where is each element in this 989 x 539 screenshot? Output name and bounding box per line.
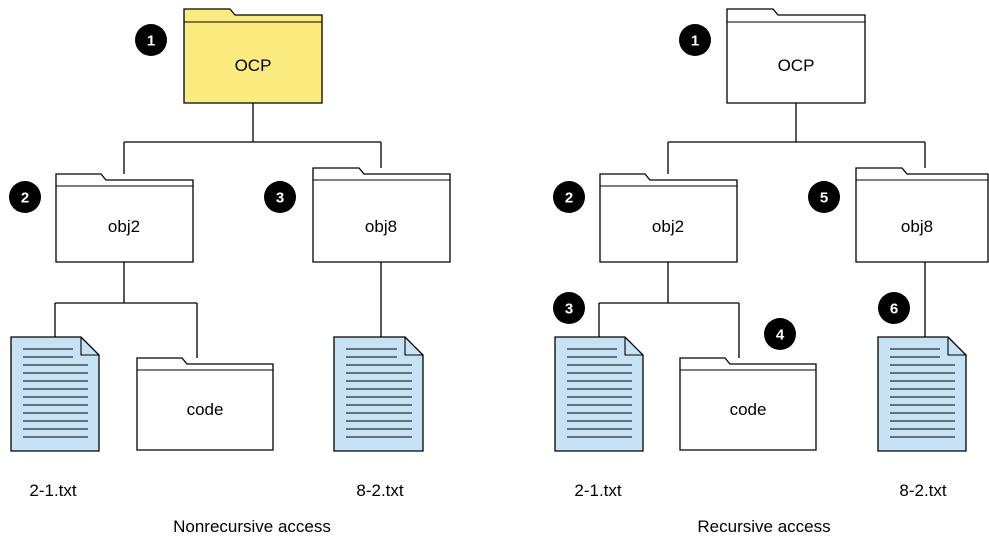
file-label-2-1: 2-1.txt [574,481,622,500]
document-icon-2-1 [554,336,644,452]
svg-text:2: 2 [565,190,573,207]
step-badge-3: 3 [553,292,585,324]
folder-label-obj8: obj8 [365,217,397,236]
folder-icon-obj2: obj2 [599,173,738,263]
folder-label-ocp: OCP [778,56,815,75]
folder-label-obj2: obj2 [652,217,684,236]
nonrecursive-tree: OCP obj2 obj8 code [9,8,451,536]
document-icon-8-2 [877,336,967,452]
folder-label-obj2: obj2 [108,217,140,236]
step-badge-5: 5 [808,181,840,213]
folder-icon-ocp: OCP [183,8,323,104]
svg-text:1: 1 [147,33,155,50]
document-icon-2-1 [10,336,100,452]
svg-text:5: 5 [820,190,828,207]
folder-icon-ocp: OCP [726,8,866,104]
connectors [598,103,926,358]
folder-icon-code: code [679,357,817,451]
folder-label-ocp: OCP [235,56,272,75]
folder-icon-obj8: obj8 [312,167,451,263]
document-icon-8-2 [333,336,424,452]
step-badge-4: 4 [764,318,796,350]
connectors [54,103,382,358]
folder-label-obj8: obj8 [901,217,933,236]
file-label-2-1: 2-1.txt [29,481,77,500]
folder-icon-code: code [136,357,274,451]
folder-icon-obj2: obj2 [55,173,194,263]
folder-icon-obj8: obj8 [855,167,989,263]
folder-label-code: code [187,400,224,419]
step-badge-1: 1 [135,24,167,56]
caption-recursive: Recursive access [697,517,830,536]
svg-text:2: 2 [21,190,29,207]
step-badge-3: 3 [264,181,296,213]
step-badge-6: 6 [878,292,910,324]
svg-text:4: 4 [776,327,785,344]
svg-text:3: 3 [565,301,573,318]
svg-text:3: 3 [276,190,284,207]
folder-label-code: code [730,400,767,419]
recursive-tree: OCP obj2 obj8 code [553,8,989,536]
step-badge-2: 2 [9,181,41,213]
svg-text:6: 6 [890,301,898,318]
svg-text:1: 1 [691,33,699,50]
caption-nonrecursive: Nonrecursive access [173,517,331,536]
step-badge-1: 1 [679,24,711,56]
file-label-8-2: 8-2.txt [356,481,404,500]
step-badge-2: 2 [553,181,585,213]
file-label-8-2: 8-2.txt [899,481,947,500]
